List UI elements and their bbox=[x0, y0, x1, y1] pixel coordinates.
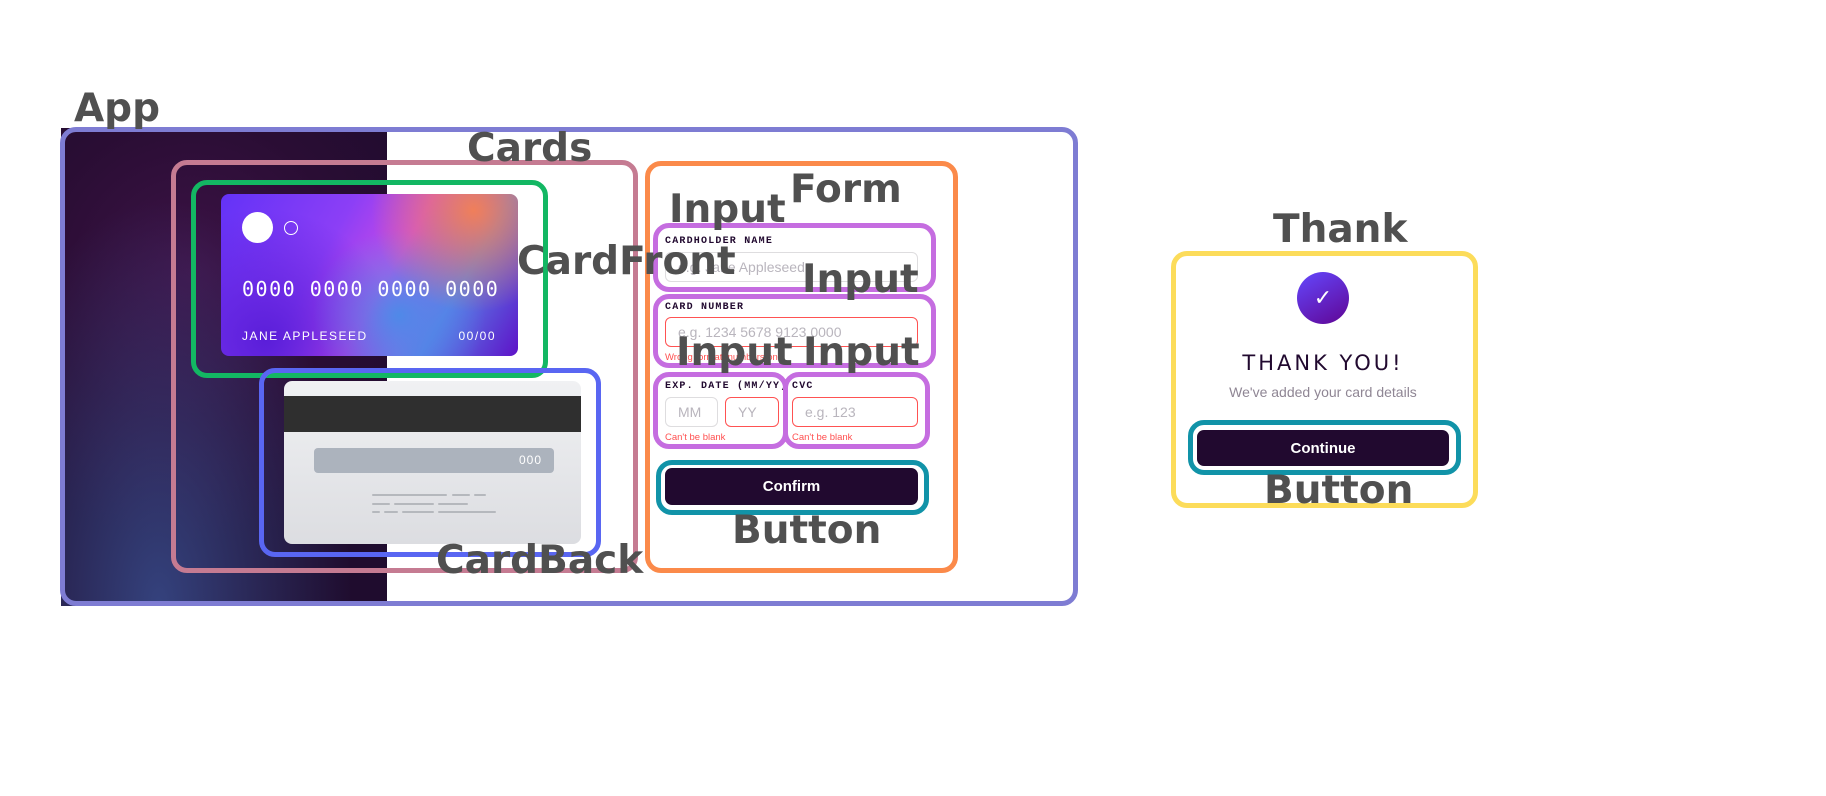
card-logo-circle bbox=[242, 212, 273, 243]
magnetic-stripe bbox=[284, 396, 581, 432]
label-input-cardholder: Input bbox=[669, 187, 786, 232]
label-cards: Cards bbox=[467, 126, 593, 171]
decor-line bbox=[402, 511, 434, 513]
expiry-label: EXP. DATE (MM/YY) bbox=[665, 381, 788, 392]
button-outline-confirm bbox=[656, 460, 929, 515]
signature-strip: 000 bbox=[314, 448, 554, 473]
cvc-placeholder: e.g. 123 bbox=[805, 404, 856, 420]
card-back: 000 bbox=[284, 381, 581, 544]
thank-outline bbox=[1171, 251, 1478, 508]
label-input-cvc: Input bbox=[803, 330, 920, 375]
card-number-placeholder: e.g. 1234 5678 9123 0000 bbox=[678, 324, 842, 340]
expiry-year-placeholder: YY bbox=[738, 404, 757, 420]
decor-line bbox=[452, 494, 470, 496]
card-logo-ring bbox=[284, 221, 298, 235]
cvc-label: CVC bbox=[792, 381, 814, 392]
card-front-outline bbox=[191, 180, 548, 378]
expiry-month-input[interactable]: MM bbox=[665, 397, 718, 427]
decor-line bbox=[474, 494, 486, 496]
label-card-front: CardFront bbox=[517, 239, 736, 284]
input-outline-cardholder bbox=[653, 223, 936, 292]
app-outline bbox=[60, 127, 1078, 606]
thank-title: THANK YOU! bbox=[1242, 351, 1404, 375]
label-button-continue: Button bbox=[1264, 468, 1414, 513]
label-input-card-number: Input bbox=[802, 257, 919, 302]
cvc-input[interactable]: e.g. 123 bbox=[792, 397, 918, 427]
check-icon: ✓ bbox=[1297, 272, 1349, 324]
decor-line bbox=[372, 503, 390, 505]
label-thank: Thank bbox=[1273, 207, 1408, 252]
decor-line bbox=[372, 511, 380, 513]
card-front-number: 0000 0000 0000 0000 bbox=[242, 277, 500, 301]
expiry-error: Can't be blank bbox=[665, 432, 726, 443]
decor-line bbox=[384, 511, 398, 513]
input-outline-cvc bbox=[783, 372, 930, 449]
card-number-label: CARD NUMBER bbox=[665, 302, 745, 313]
cvc-error: Can't be blank bbox=[792, 432, 853, 443]
card-back-outline bbox=[259, 368, 601, 557]
button-outline-continue bbox=[1188, 420, 1461, 475]
label-app: App bbox=[74, 86, 161, 131]
thank-subtitle: We've added your card details bbox=[1229, 384, 1417, 400]
card-number-input[interactable]: e.g. 1234 5678 9123 0000 bbox=[665, 317, 918, 347]
decor-line bbox=[394, 503, 434, 505]
label-form: Form bbox=[790, 167, 902, 212]
input-outline-expiry bbox=[653, 372, 788, 449]
expiry-year-input[interactable]: YY bbox=[725, 397, 779, 427]
card-number-error: Wrong format, numbers only bbox=[665, 352, 785, 363]
card-front-name: JANE APPLESEED bbox=[242, 329, 368, 343]
label-input-expiry: Input bbox=[676, 330, 793, 375]
check-glyph: ✓ bbox=[1313, 285, 1333, 311]
cardholder-input[interactable]: e.g. Jane Appleseed bbox=[665, 252, 918, 282]
form-outline bbox=[645, 161, 958, 573]
label-button-confirm: Button bbox=[732, 508, 882, 553]
confirm-button[interactable]: Confirm bbox=[665, 468, 918, 505]
decor-line bbox=[438, 511, 496, 513]
card-front: 0000 0000 0000 0000 JANE APPLESEED 00/00 bbox=[221, 194, 518, 356]
card-back-cvc: 000 bbox=[518, 453, 542, 467]
expiry-month-placeholder: MM bbox=[678, 404, 702, 420]
continue-button[interactable]: Continue bbox=[1197, 430, 1449, 466]
cardholder-placeholder: e.g. Jane Appleseed bbox=[678, 259, 805, 275]
cardholder-label: CARDHOLDER NAME bbox=[665, 236, 774, 247]
input-outline-card-number bbox=[653, 294, 936, 368]
cards-outline bbox=[171, 160, 638, 573]
card-front-expiry: 00/00 bbox=[458, 329, 496, 343]
decor-line bbox=[438, 503, 468, 505]
label-card-back: CardBack bbox=[436, 538, 644, 583]
decor-line bbox=[372, 494, 447, 496]
